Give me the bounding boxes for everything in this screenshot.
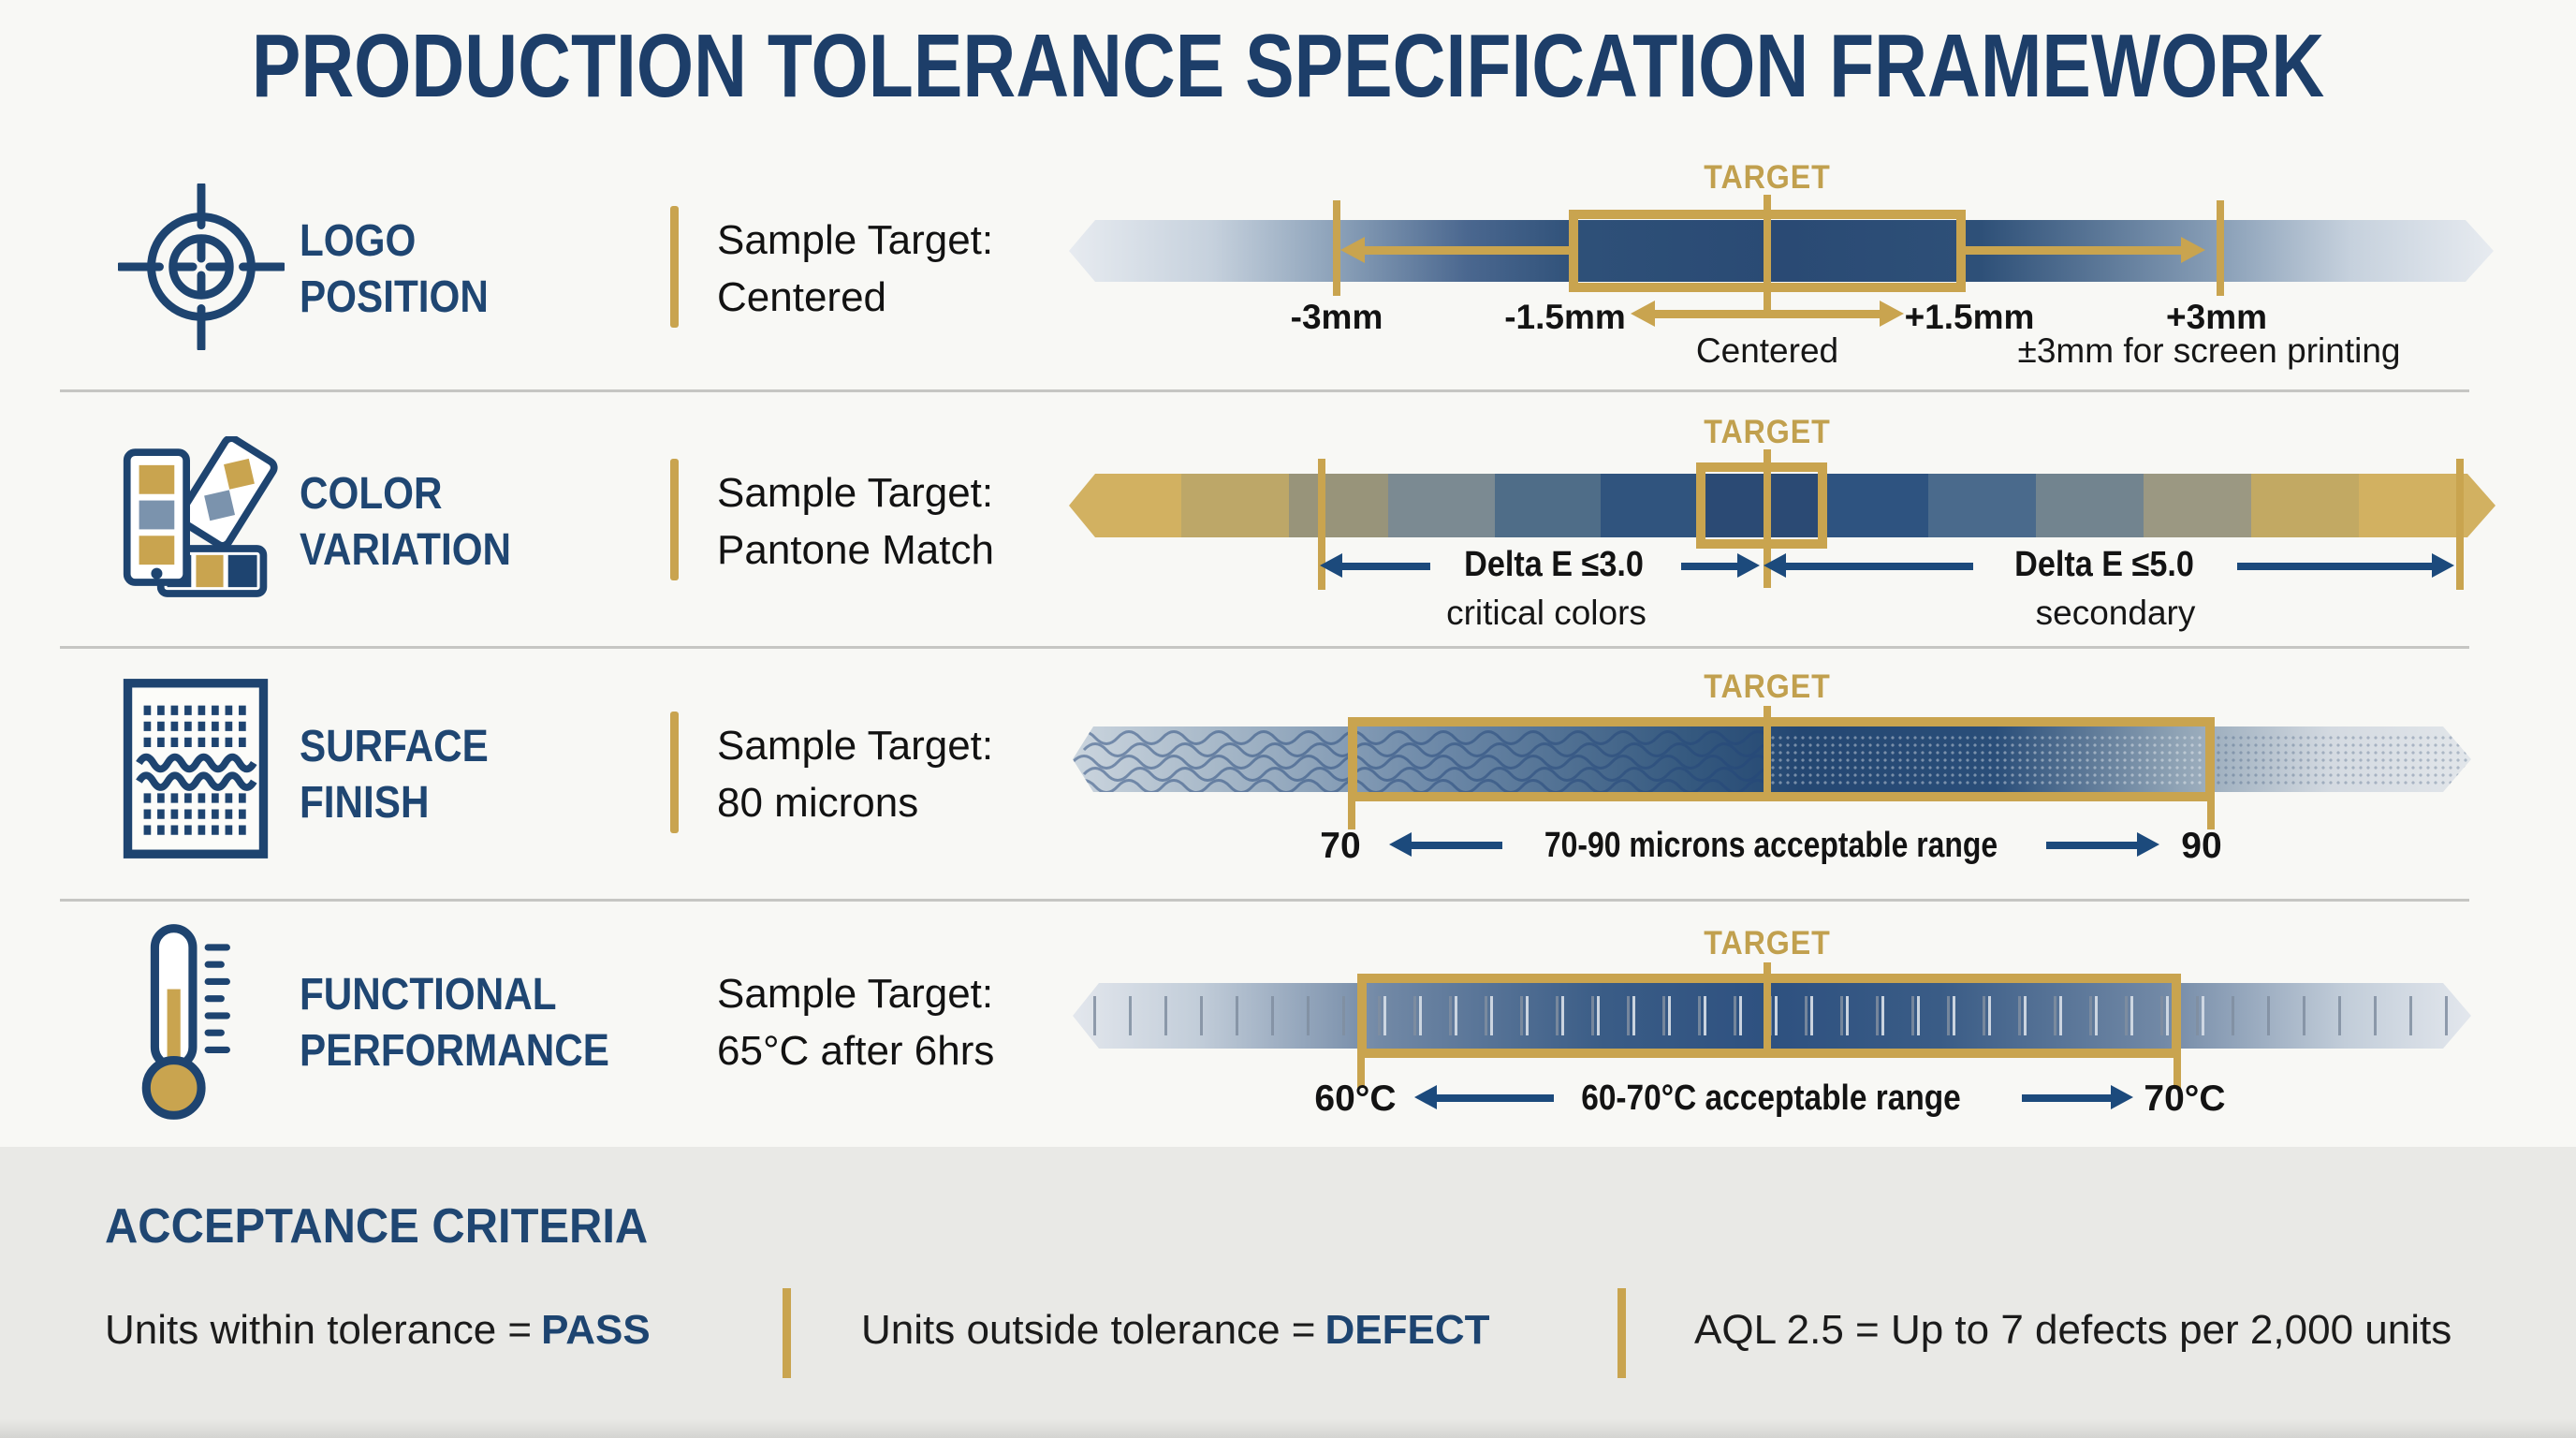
secondary-label: secondary — [2035, 594, 2196, 632]
target-zone-rect — [1348, 717, 2215, 801]
gold-divider — [670, 206, 679, 328]
range-arrow-left — [1414, 1085, 1554, 1109]
color-swatches-icon — [114, 434, 283, 605]
row-separator — [60, 646, 2469, 649]
acceptance-criteria-heading: ACCEPTANCE CRITERIA — [105, 1199, 649, 1254]
screen-printing-note: ±3mm for screen printing — [2017, 331, 2401, 370]
row-separator — [60, 389, 2469, 392]
row-separator — [60, 899, 2469, 902]
target-zone-rect — [1569, 210, 1966, 292]
centered-label: Centered — [1695, 331, 1839, 370]
gold-divider — [670, 712, 679, 833]
tolerance-bar-performance — [1073, 983, 2471, 1049]
left-tolerance-arrow — [1340, 237, 1569, 263]
range-tick-left — [1348, 801, 1355, 829]
page-title: PRODUCTION TOLERANCE SPECIFICATION FRAME… — [251, 16, 2325, 116]
sample-target: Sample Target:Pantone Match — [717, 470, 994, 573]
tick-label: +1.5mm — [1904, 298, 2035, 336]
target-centerline — [1764, 706, 1771, 801]
tick-label: +3mm — [2166, 298, 2267, 336]
criteria-defect: Units outside tolerance =DEFECT — [861, 1307, 1490, 1353]
tolerance-bar-surface — [1073, 726, 2471, 792]
plus3-line — [2217, 200, 2224, 296]
thermometer-icon — [126, 920, 269, 1121]
target-zone-rect — [1357, 974, 2181, 1058]
criteria-pass: Units within tolerance =PASS — [105, 1307, 651, 1353]
crosshair-icon — [115, 181, 287, 353]
range-arrow-right — [2046, 832, 2159, 857]
tick-label: -1.5mm — [1504, 298, 1626, 336]
delta-e3-arrow-right — [1681, 553, 1760, 578]
range-arrow-left — [1389, 832, 1502, 857]
range-tick-right — [2174, 1058, 2181, 1088]
tolerance-bar-color — [1069, 474, 2496, 537]
stipple-texture-dark — [2207, 734, 2471, 785]
acceptance-criteria-band — [0, 1147, 2576, 1438]
target-label: TARGET — [1704, 925, 1831, 961]
tolerance-bar-position — [1069, 220, 2494, 282]
target-centerline — [1764, 449, 1771, 588]
right-tolerance-arrow — [1966, 237, 2205, 263]
minus3-line — [1333, 200, 1340, 296]
delta-e5-label: Delta E ≤5.0 — [2014, 545, 2194, 584]
gold-divider — [783, 1288, 791, 1378]
ruler-ticks — [1093, 996, 2451, 1035]
min-label: 70 — [1320, 826, 1361, 866]
range-tick-left — [1357, 1058, 1365, 1088]
range-text: 60-70°C acceptable range — [1581, 1078, 1961, 1118]
target-label: TARGET — [1704, 159, 1831, 196]
range-text: 70-90 microns acceptable range — [1544, 826, 1998, 865]
wave-texture — [1073, 726, 1769, 792]
max-label: 70°C — [2144, 1078, 2226, 1119]
criteria-aql: AQL 2.5 = Up to 7 defects per 2,000 unit… — [1694, 1307, 2452, 1353]
pass-value: PASS — [541, 1307, 651, 1353]
target-label: TARGET — [1704, 414, 1831, 450]
defect-value: DEFECT — [1325, 1307, 1490, 1353]
surface-texture-icon — [120, 672, 271, 865]
range-arrow-right — [2022, 1085, 2133, 1109]
target-centerline — [1764, 962, 1771, 1058]
sample-target: Sample Target:Centered — [717, 217, 994, 320]
min-label: 60°C — [1314, 1078, 1397, 1119]
stipple-texture-light — [1769, 734, 2207, 785]
gold-divider — [1617, 1288, 1626, 1378]
delta-e5-arrow-left — [1764, 553, 1973, 578]
critical-colors-label: critical colors — [1446, 594, 1647, 632]
delta-e3-line — [1318, 459, 1325, 590]
delta-e3-label: Delta E ≤3.0 — [1464, 545, 1644, 584]
sample-target: Sample Target:65°C after 6hrs — [717, 971, 995, 1074]
max-label: 90 — [2181, 826, 2222, 866]
sample-target: Sample Target:80 microns — [717, 723, 994, 826]
target-centerline — [1764, 195, 1771, 316]
delta-e5-line — [2456, 459, 2464, 590]
target-zone-rect — [1696, 462, 1827, 549]
tick-label: -3mm — [1290, 298, 1383, 336]
delta-e3-arrow-left — [1320, 553, 1430, 578]
target-label: TARGET — [1704, 668, 1831, 705]
range-tick-right — [2207, 801, 2215, 829]
gold-divider — [670, 459, 679, 580]
delta-e5-arrow-right — [2237, 553, 2454, 578]
centered-double-arrow — [1631, 301, 1904, 327]
bottom-strip — [0, 1419, 2576, 1438]
